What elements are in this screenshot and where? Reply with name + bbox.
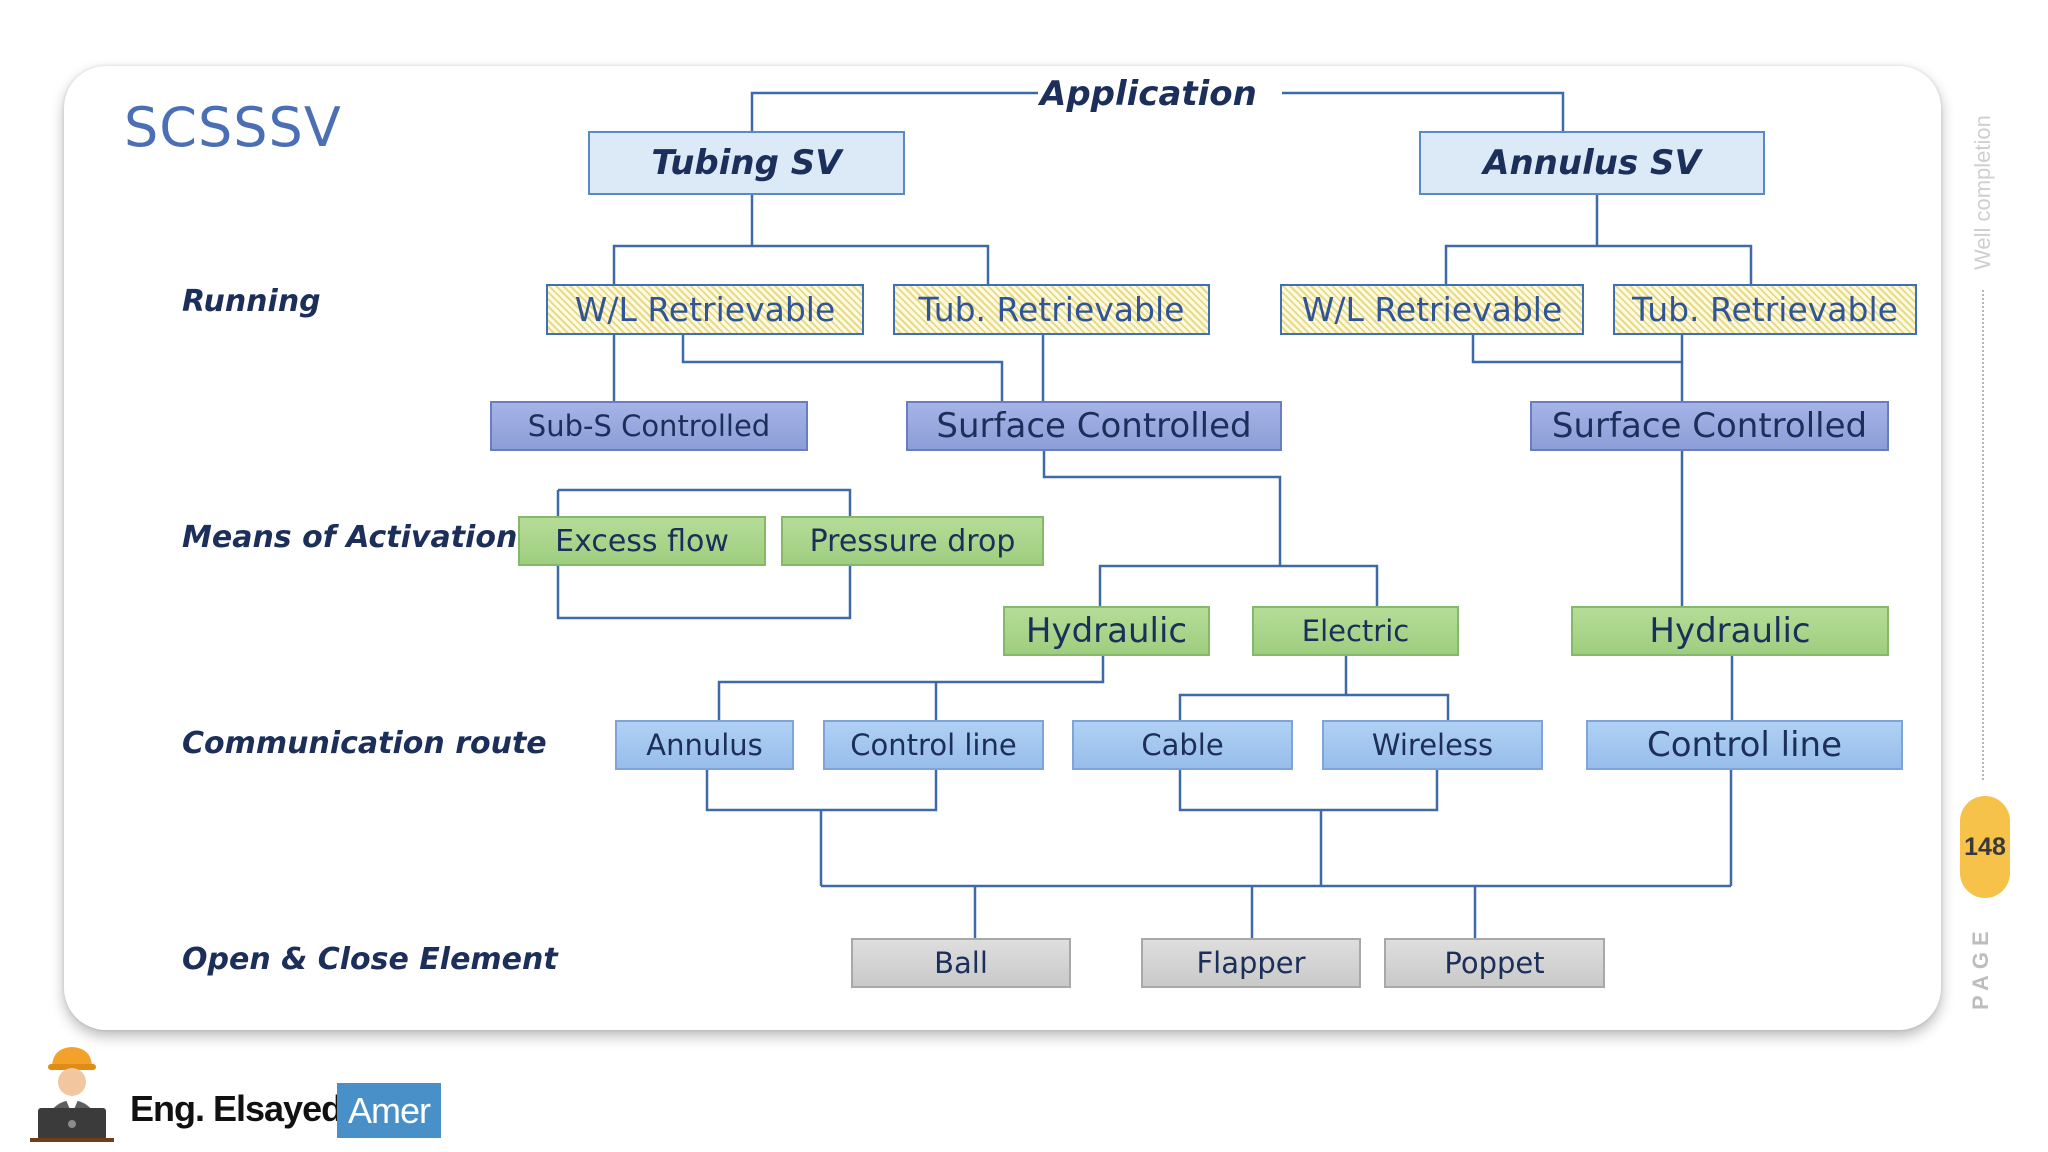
row-label-element: Open & Close Element <box>182 942 558 977</box>
annulus-sv-box: Annulus SV <box>1419 131 1765 195</box>
poppet-box: Poppet <box>1384 938 1605 988</box>
sub-s-controlled-box: Sub-S Controlled <box>490 401 808 451</box>
control-line-tubing-box: Control line <box>823 720 1044 770</box>
hydraulic-tubing-box: Hydraulic <box>1003 606 1210 656</box>
row-label-activation: Means of Activation <box>182 520 518 555</box>
page-number-badge: 148 <box>1960 796 2010 898</box>
flapper-box: Flapper <box>1141 938 1361 988</box>
tubing-sv-box: Tubing SV <box>588 131 905 195</box>
surface-controlled-annulus-box: Surface Controlled <box>1530 401 1889 451</box>
author-badge: Amer <box>337 1083 441 1138</box>
tubing-tub-retrievable-box: Tub. Retrievable <box>893 284 1210 335</box>
cable-box: Cable <box>1072 720 1293 770</box>
annulus-route-box: Annulus <box>615 720 794 770</box>
section-label: Well completion <box>1970 115 1995 270</box>
wireless-box: Wireless <box>1322 720 1543 770</box>
page-word: PAGE <box>1968 925 1993 1010</box>
tubing-wl-retrievable-box: W/L Retrievable <box>546 284 864 335</box>
row-label-communication: Communication route <box>182 726 547 761</box>
electric-box: Electric <box>1252 606 1459 656</box>
application-label: Application <box>1040 74 1257 114</box>
row-label-running: Running <box>182 284 321 319</box>
engineer-avatar-icon <box>30 1047 114 1142</box>
ball-box: Ball <box>851 938 1071 988</box>
excess-flow-box: Excess flow <box>518 516 766 566</box>
author-name: Eng. Elsayed <box>130 1088 343 1129</box>
slide-title: SCSSSV <box>124 96 342 159</box>
annulus-wl-retrievable-box: W/L Retrievable <box>1280 284 1584 335</box>
control-line-annulus-box: Control line <box>1586 720 1903 770</box>
hydraulic-annulus-box: Hydraulic <box>1571 606 1889 656</box>
annulus-tub-retrievable-box: Tub. Retrievable <box>1613 284 1917 335</box>
side-divider <box>1982 290 1984 780</box>
pressure-drop-box: Pressure drop <box>781 516 1044 566</box>
surface-controlled-tubing-box: Surface Controlled <box>906 401 1282 451</box>
